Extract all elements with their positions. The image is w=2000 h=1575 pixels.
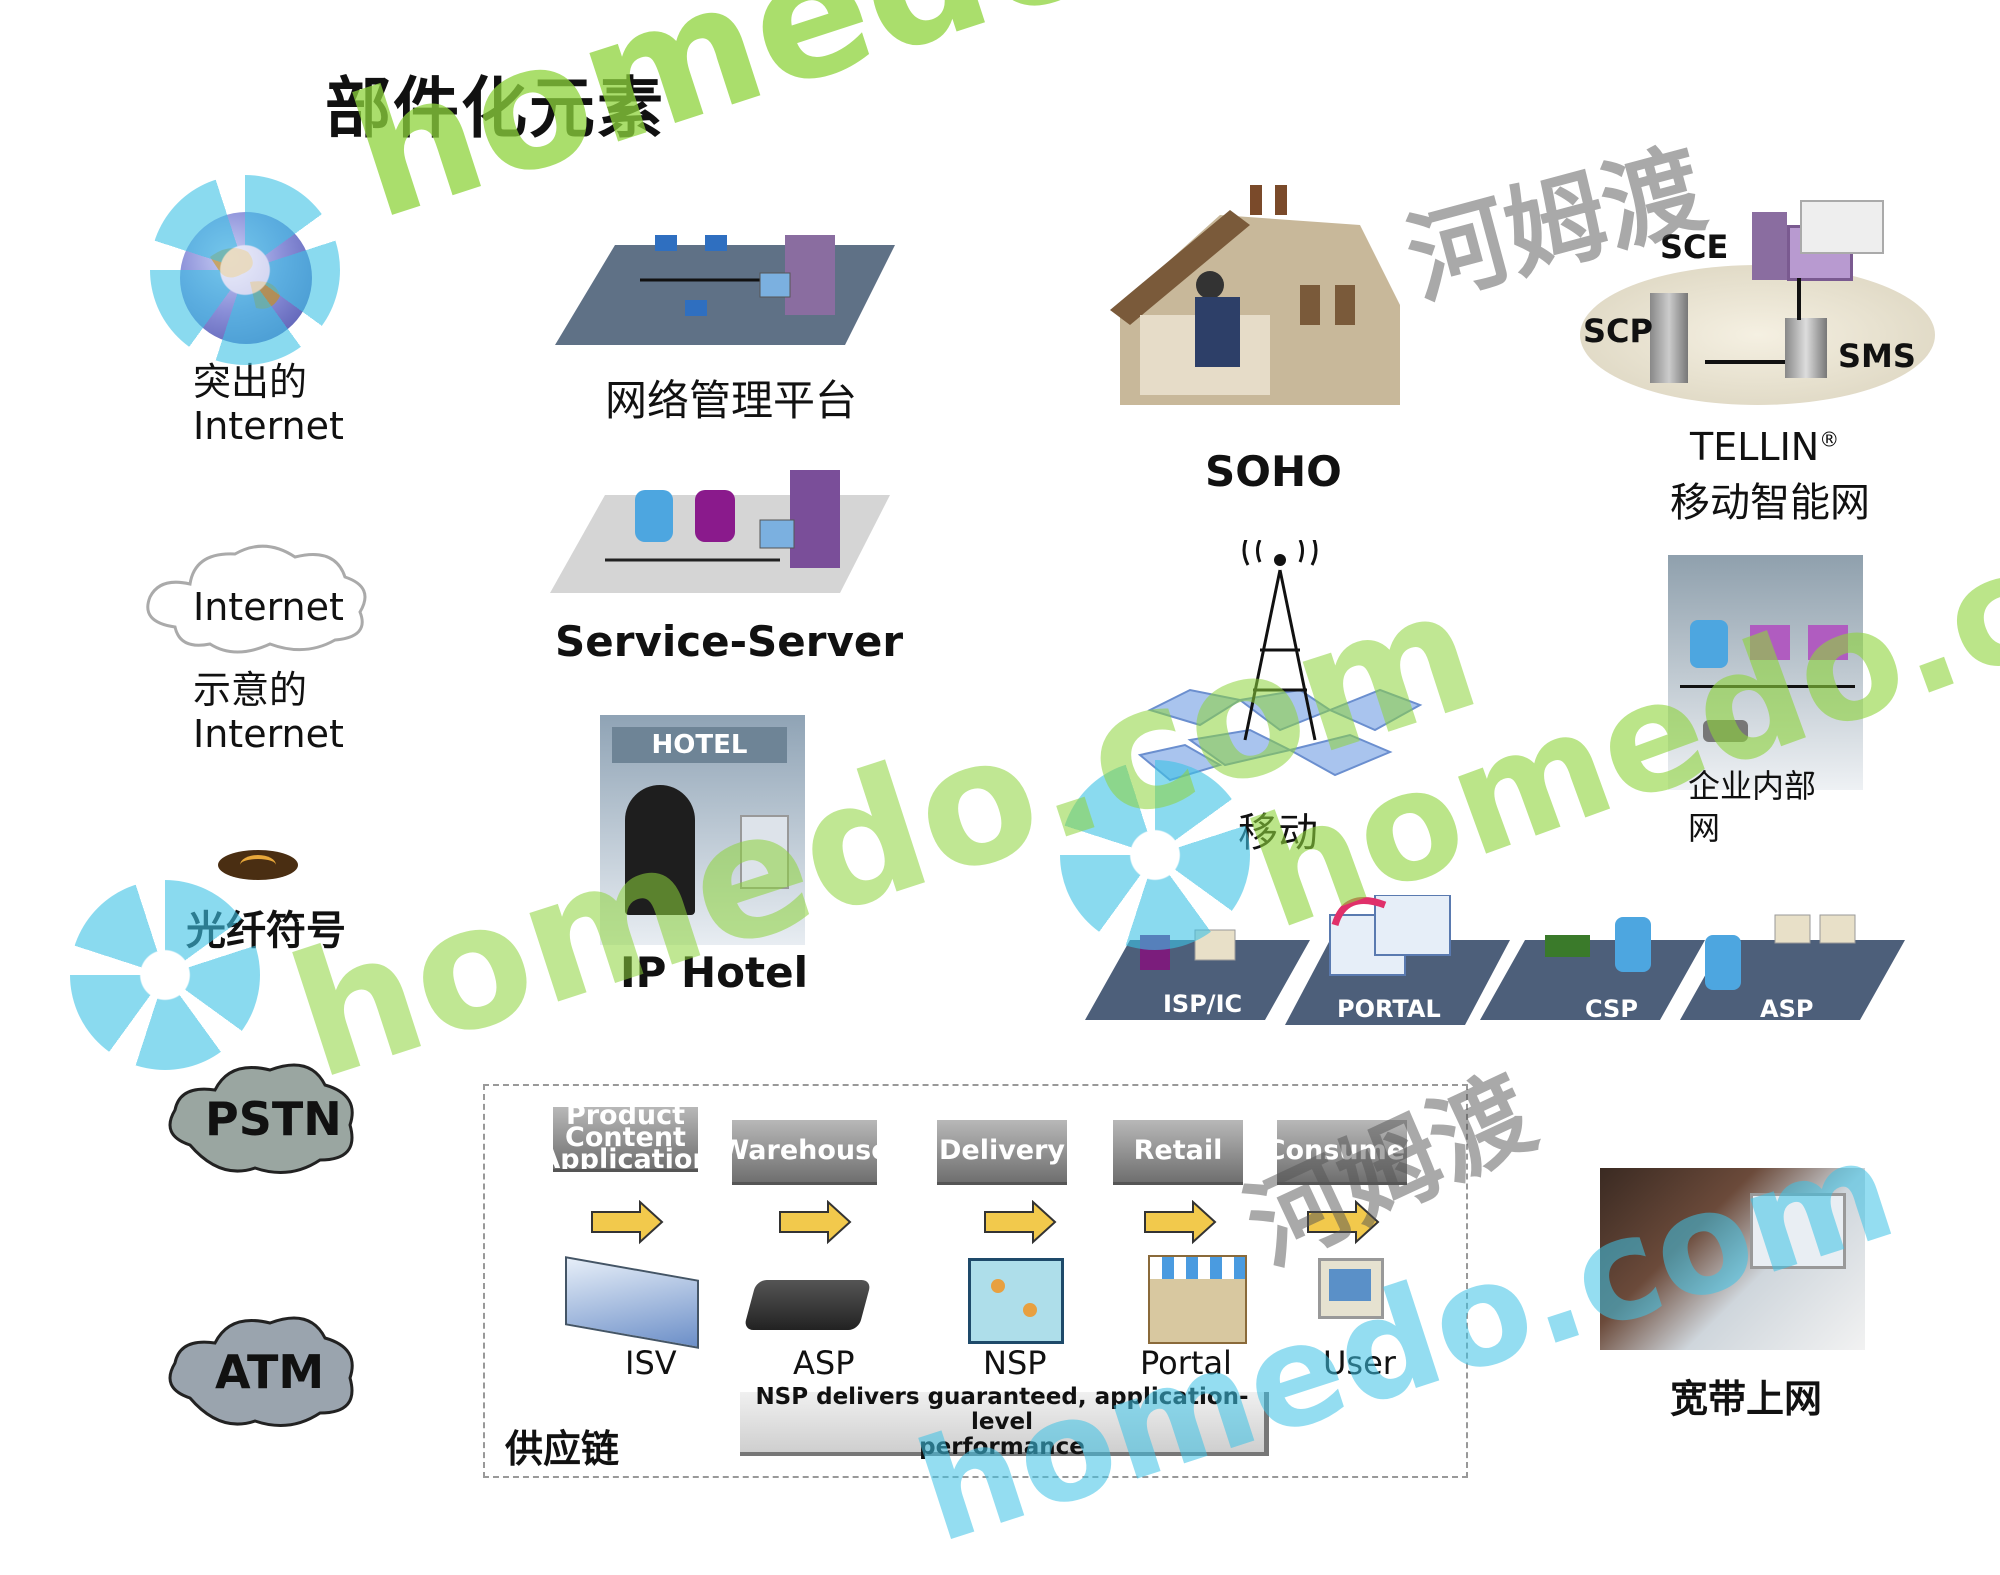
stage-header-delivery: Delivery	[937, 1120, 1067, 1185]
sms-label: SMS	[1838, 337, 1916, 375]
broadband-label: 宽带上网	[1670, 1377, 1823, 1421]
receptionist-figure	[625, 785, 695, 915]
arrow-icon-5	[1307, 1200, 1380, 1245]
portal-shop-icon	[1148, 1255, 1247, 1344]
stage-header-warehouse: Warehouse	[732, 1120, 877, 1185]
globe-icon	[180, 212, 312, 344]
platform-label-csp: CSP	[1585, 995, 1638, 1023]
tellin-platform	[1580, 265, 1935, 405]
stage-header-retail: Retail	[1113, 1120, 1243, 1185]
scp-server-icon	[1650, 293, 1688, 383]
supply-chain-box	[483, 1084, 1468, 1478]
internet-schematic-line2: Internet	[193, 712, 344, 756]
hotel-monitor	[740, 815, 789, 889]
nsp-network-cube-icon	[968, 1258, 1064, 1344]
supply-chain-label: 供应链	[505, 1427, 620, 1471]
fiber-symbol-icon	[218, 850, 298, 880]
hotel-image: HOTEL	[600, 715, 805, 945]
isp-server-icon	[1140, 935, 1170, 970]
enterprise-pc-icon-1	[1750, 625, 1790, 660]
enterprise-label-line1: 企业内部	[1688, 767, 1817, 805]
enterprise-pc-icon-2	[1808, 625, 1848, 660]
fiber-symbol-label: 光纤符号	[186, 908, 346, 954]
enterprise-building-icon	[1668, 555, 1863, 790]
internet-schematic-label: 示意的 Internet	[193, 668, 344, 756]
enterprise-label-line2: 网	[1688, 809, 1721, 847]
stage-item-portal: Portal	[1140, 1344, 1232, 1382]
soho-label: SOHO	[1205, 447, 1342, 496]
supply-chain-arrows	[591, 1200, 1380, 1245]
platforms-row	[1085, 895, 1905, 1025]
enterprise-label: 企业内部 网	[1688, 765, 1816, 849]
broadband-photo	[1600, 1168, 1865, 1350]
atm-cloud-icon	[168, 1316, 354, 1427]
portal-refresh-icon	[1331, 897, 1387, 927]
isp-pc-icon	[1194, 929, 1236, 961]
platform-label-isp: ISP/IC	[1163, 990, 1243, 1018]
asp-laptop-icon	[743, 1280, 872, 1330]
portal-window-icon-2	[1374, 895, 1451, 956]
tellin-sub-label: 移动智能网	[1670, 480, 1870, 526]
internet-prominent-label: 突出的 Internet	[193, 360, 344, 448]
registered-mark: ®	[1819, 427, 1840, 452]
sms-server-icon	[1785, 318, 1827, 378]
enterprise-phone-icon	[1703, 720, 1748, 742]
asp-db-icon	[1705, 935, 1741, 990]
arrow-icon-3	[984, 1200, 1057, 1245]
internet-schematic-line1: 示意的	[193, 668, 308, 712]
network-mgmt-label: 网络管理平台	[605, 376, 858, 425]
enterprise-db-icon	[1690, 620, 1728, 668]
service-server-label: Service-Server	[555, 617, 904, 666]
csp-device-icon	[1545, 935, 1590, 957]
tellin-link-horizontal	[1705, 360, 1785, 364]
stage-item-isv: ISV	[625, 1344, 677, 1382]
nsp-note: NSP delivers guaranteed, application-lev…	[740, 1384, 1269, 1459]
soho-house-icon	[1110, 185, 1400, 405]
mobile-tower-icon	[1137, 540, 1423, 782]
user-computer-icon	[1318, 1258, 1384, 1319]
sce-server-icon	[1752, 212, 1787, 280]
platform-label-asp: ASP	[1760, 995, 1814, 1023]
network-mgmt-icon	[555, 235, 895, 345]
atm-label: ATM	[215, 1345, 325, 1399]
tellin-label: TELLIN®	[1690, 425, 1839, 469]
platform-label-portal: PORTAL	[1337, 995, 1441, 1023]
tellin-text: TELLIN	[1690, 425, 1820, 469]
nsp-note-line2: performance	[919, 1433, 1085, 1460]
service-server-icon	[550, 470, 890, 593]
internet-prominent-line2: Internet	[193, 404, 344, 448]
mobile-label: 移动	[1238, 810, 1318, 856]
pstn-cloud-icon	[168, 1063, 354, 1174]
page-title: 部件化元素	[325, 70, 665, 147]
stage-item-user: User	[1323, 1344, 1396, 1382]
stage-header-product: Product Content Application	[553, 1107, 698, 1172]
stage-item-asp: ASP	[793, 1344, 855, 1382]
csp-db-icon	[1615, 917, 1651, 972]
stage-item-nsp: NSP	[983, 1344, 1047, 1382]
nsp-note-line1: NSP delivers guaranteed, application-lev…	[755, 1383, 1249, 1435]
arrow-icon-4	[1144, 1200, 1217, 1245]
scp-label: SCP	[1583, 312, 1653, 350]
ip-hotel-label: IP Hotel	[620, 948, 808, 997]
hotel-sign: HOTEL	[612, 727, 787, 763]
tellin-link-vertical	[1797, 278, 1801, 320]
sce-window-icon	[1800, 200, 1884, 254]
pstn-label: PSTN	[205, 1092, 342, 1146]
sce-label: SCE	[1660, 228, 1729, 266]
internet-cloud-icon	[146, 544, 367, 654]
asp-pc-icon-1	[1774, 914, 1811, 944]
internet-prominent-line1: 突出的	[193, 360, 308, 404]
arrow-icon-1	[591, 1200, 664, 1245]
asp-pc-icon-2	[1819, 914, 1856, 944]
stage-header-consumer: Consumer	[1277, 1120, 1407, 1185]
enterprise-lan-line	[1680, 685, 1855, 688]
internet-cloud-text: Internet	[193, 585, 344, 629]
arrow-icon-2	[779, 1200, 852, 1245]
broadband-screen	[1750, 1193, 1846, 1269]
